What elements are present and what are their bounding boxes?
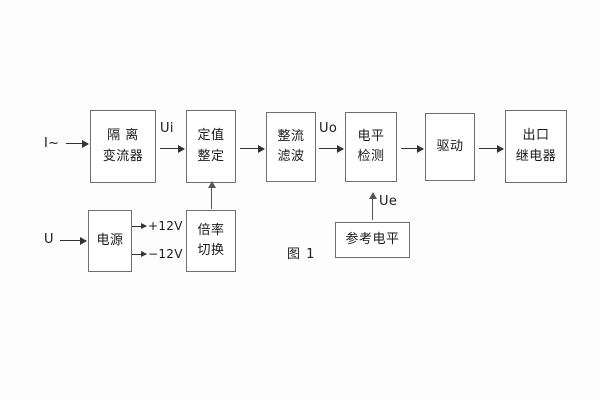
block-multiplier-switch-line2: 切换	[197, 243, 225, 258]
block-multiplier-switch-line1: 倍率	[197, 222, 225, 238]
arrow-setting-to-rectify	[240, 144, 265, 153]
arrow-current-to-isolation	[66, 139, 89, 148]
block-multiplier-switch[interactable]: 倍率 切换	[186, 210, 236, 272]
signal-ui-label: Ui	[160, 121, 174, 136]
input-current-label: I~	[44, 136, 60, 151]
signal-uo-label: Uo	[319, 121, 338, 136]
arrow-rail-negative	[132, 251, 147, 257]
block-level-detect-line2: 检测	[357, 149, 385, 164]
block-drive-line1: 驱动	[436, 138, 464, 154]
arrow-reference-to-level-detect	[368, 192, 377, 220]
signal-ue-label: Ue	[379, 194, 398, 209]
arrow-drive-to-output-relay	[479, 144, 504, 153]
arrow-rectify-to-level-detect	[319, 144, 344, 153]
block-setting-line1: 定值	[197, 128, 225, 144]
block-isolation-ct[interactable]: 隔 离 变流器	[90, 110, 156, 183]
input-voltage-label: U	[44, 232, 54, 247]
block-isolation-ct-line1: 隔 离	[107, 128, 139, 144]
block-rectify-filter-line2: 滤波	[277, 149, 305, 164]
block-rectify-filter-line1: 整流	[277, 128, 305, 144]
block-level-detect-line1: 电平	[357, 128, 385, 144]
block-rectify-filter[interactable]: 整流 滤波	[266, 112, 316, 182]
block-output-relay-line2: 继电器	[515, 148, 557, 164]
block-isolation-ct-line2: 变流器	[102, 148, 144, 164]
block-drive[interactable]: 驱动	[425, 113, 475, 181]
block-level-detect[interactable]: 电平 检测	[345, 112, 397, 182]
block-setting[interactable]: 定值 整定	[186, 110, 236, 183]
block-power-supply[interactable]: 电源	[88, 210, 132, 272]
block-output-relay[interactable]: 出口 继电器	[505, 110, 567, 183]
block-setting-line2: 整定	[197, 148, 225, 164]
rail-negative-label: −12V	[148, 247, 183, 261]
arrow-voltage-to-power-supply	[60, 236, 87, 245]
rail-positive-label: +12V	[148, 219, 183, 233]
arrow-isolation-to-setting	[160, 144, 185, 153]
arrow-level-detect-to-drive	[401, 144, 424, 153]
arrow-multiplier-to-setting	[207, 181, 216, 209]
arrow-rail-positive	[132, 223, 147, 229]
block-power-supply-line1: 电源	[96, 232, 124, 248]
block-reference-level[interactable]: 参考电平	[335, 222, 410, 258]
block-reference-level-line1: 参考电平	[345, 231, 400, 247]
block-output-relay-line1: 出口	[522, 128, 550, 144]
figure-caption: 图 1	[287, 247, 316, 262]
